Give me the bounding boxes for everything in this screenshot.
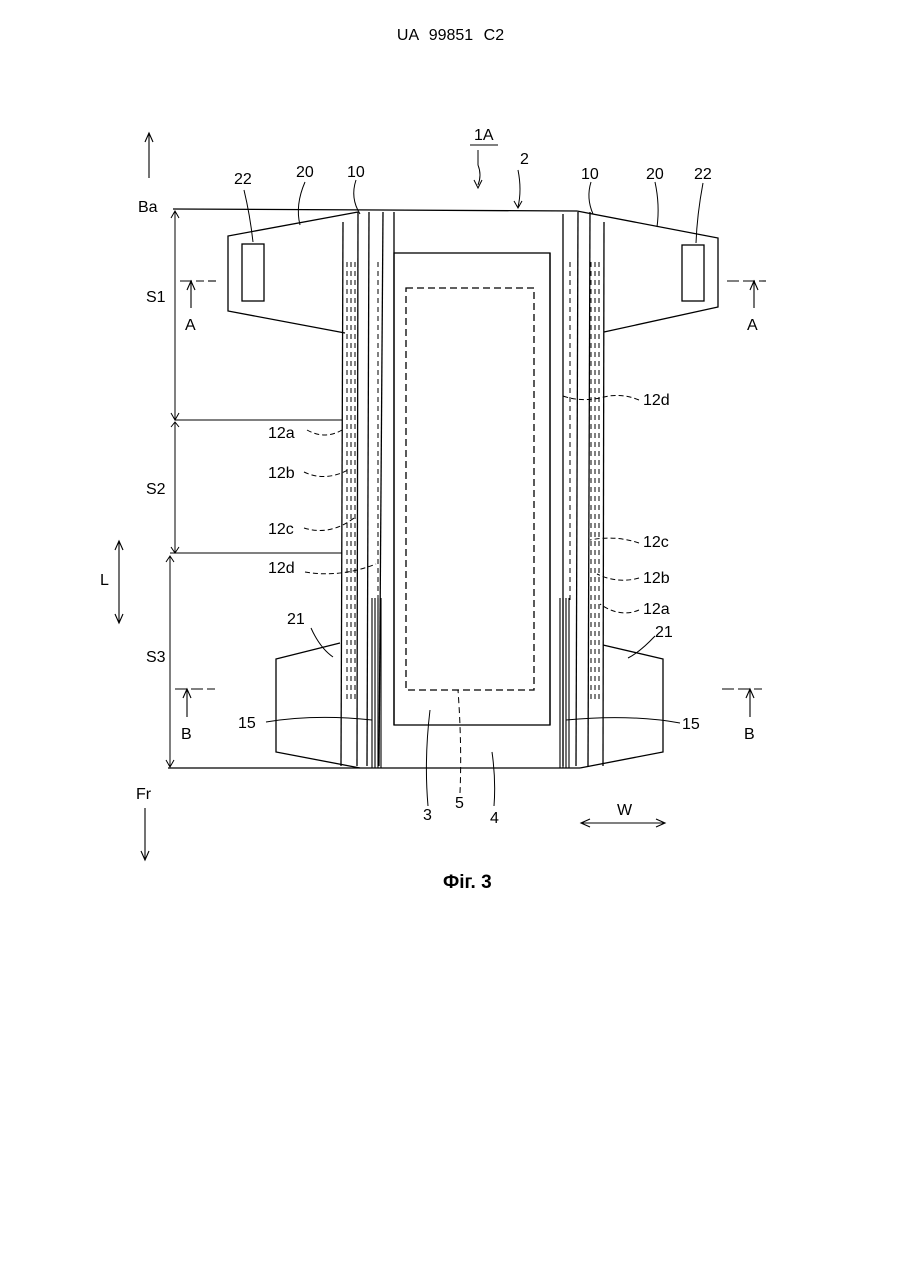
label-width: W bbox=[617, 802, 633, 819]
label-3: 3 bbox=[423, 807, 432, 824]
fastening-tape-left bbox=[242, 244, 264, 301]
label-length: L bbox=[100, 572, 109, 589]
label-s2: S2 bbox=[146, 481, 166, 498]
direction-arrows bbox=[115, 133, 665, 860]
label-section-b-left: B bbox=[181, 726, 192, 743]
label-section-b-right: B bbox=[744, 726, 755, 743]
figure-labels: 1A 2 22 20 10 10 20 22 Ba S1 A A 12d 12a… bbox=[100, 127, 758, 893]
label-22-left: 22 bbox=[234, 171, 252, 188]
label-s3: S3 bbox=[146, 649, 166, 666]
figure-caption: Фіг. 3 bbox=[443, 872, 492, 893]
label-15-right: 15 bbox=[682, 716, 700, 733]
label-12d-left: 12d bbox=[268, 560, 295, 577]
label-s1: S1 bbox=[146, 289, 166, 306]
label-1a: 1A bbox=[474, 127, 494, 144]
label-21-right: 21 bbox=[655, 624, 673, 641]
label-12b-right: 12b bbox=[643, 570, 670, 587]
label-10-right: 10 bbox=[581, 166, 599, 183]
label-10-left: 10 bbox=[347, 164, 365, 181]
label-section-a-left: A bbox=[185, 317, 196, 334]
label-12a-right: 12a bbox=[643, 601, 670, 618]
elastic-threads-right bbox=[570, 262, 599, 700]
label-20-left: 20 bbox=[296, 164, 314, 181]
label-section-a-right: A bbox=[747, 317, 758, 334]
label-12c-left: 12c bbox=[268, 521, 294, 538]
label-2: 2 bbox=[520, 151, 529, 168]
label-12d-right-top: 12d bbox=[643, 392, 670, 409]
diaper-outline bbox=[168, 209, 718, 768]
inner-dashed-region bbox=[406, 288, 534, 690]
absorbent-core bbox=[394, 253, 550, 725]
label-12b-left: 12b bbox=[268, 465, 295, 482]
section-markers bbox=[175, 281, 766, 717]
label-back: Ba bbox=[138, 199, 158, 216]
fastening-tape-right bbox=[682, 245, 704, 301]
label-5: 5 bbox=[455, 795, 464, 812]
zone-dimensions bbox=[166, 211, 342, 767]
label-12a-left: 12a bbox=[268, 425, 295, 442]
leg-elastics bbox=[372, 598, 569, 768]
side-flap-lines bbox=[357, 212, 590, 766]
label-4: 4 bbox=[490, 810, 499, 827]
label-21-left: 21 bbox=[287, 611, 305, 628]
elastic-threads-left bbox=[347, 262, 378, 700]
label-12c-right: 12c bbox=[643, 534, 669, 551]
leader-lines bbox=[244, 150, 703, 806]
label-22-right: 22 bbox=[694, 166, 712, 183]
label-20-right: 20 bbox=[646, 166, 664, 183]
label-15-left: 15 bbox=[238, 715, 256, 732]
label-front: Fr bbox=[136, 786, 152, 803]
